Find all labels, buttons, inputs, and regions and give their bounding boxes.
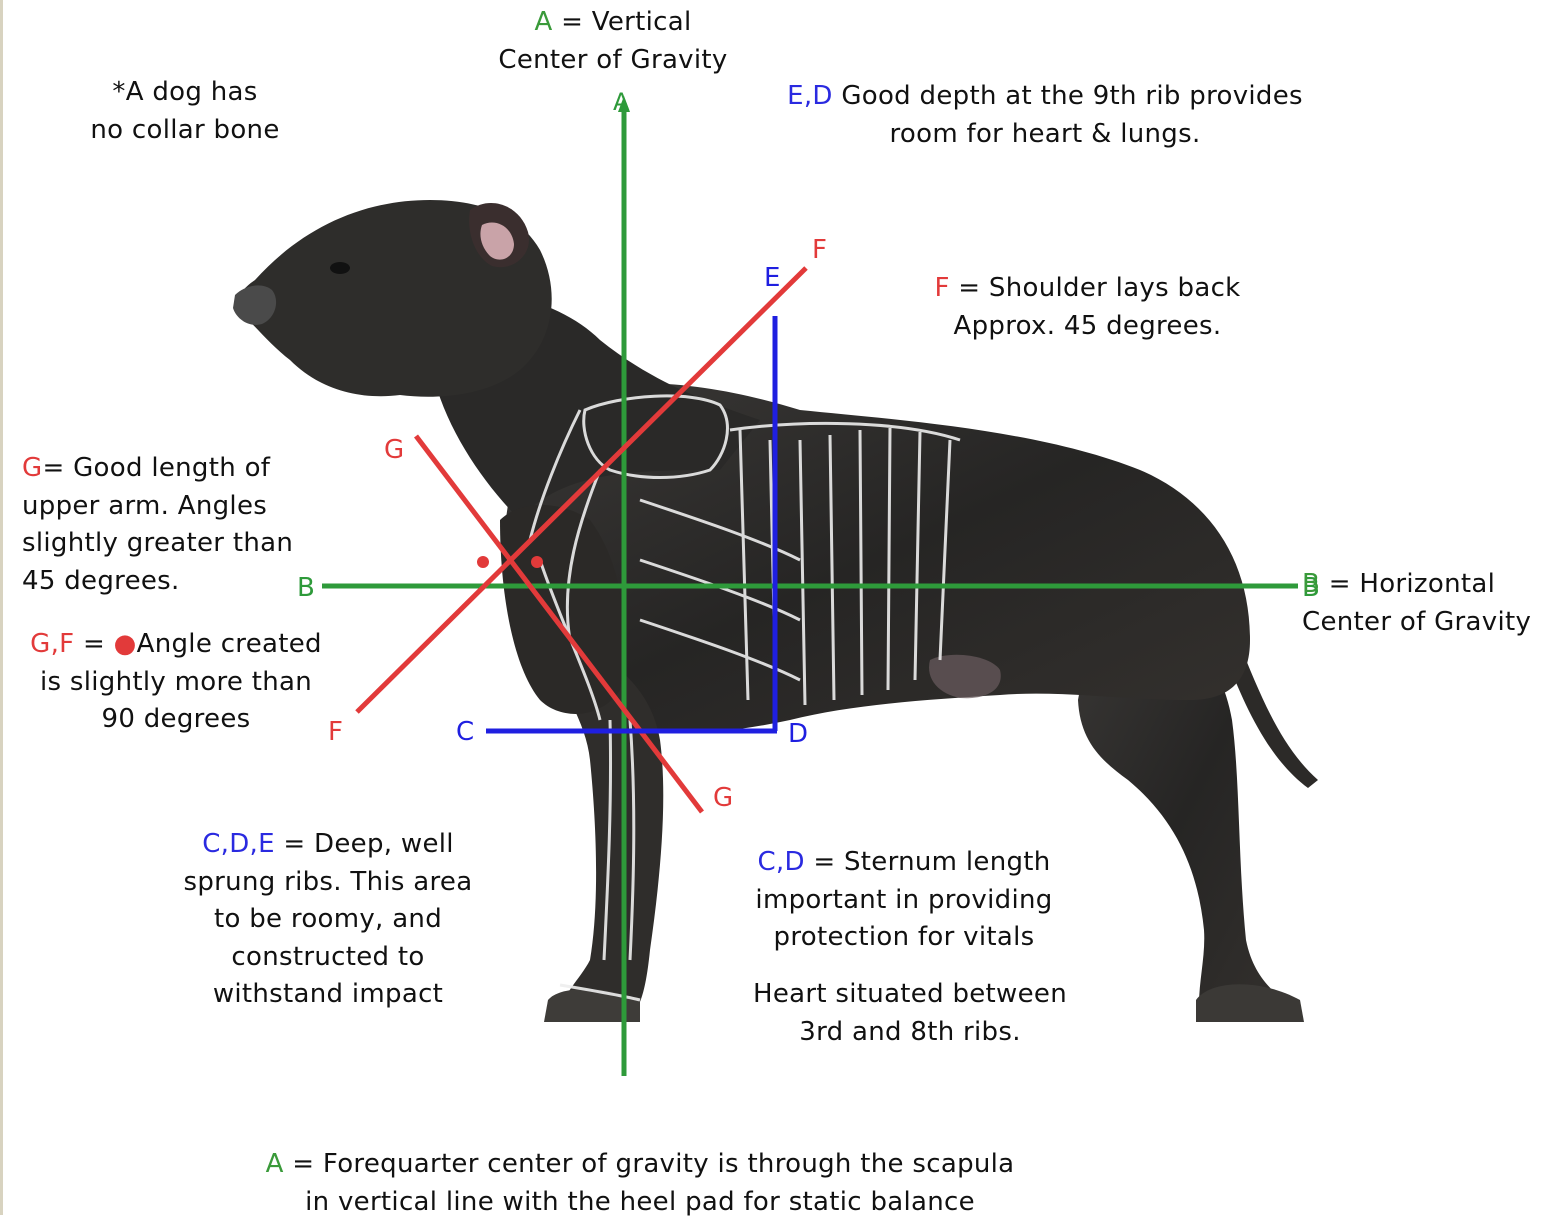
note-cd-line3: protection for vitals [716,919,1092,957]
note-g-line1: = Good length of [42,453,270,483]
angle-dot-icon [531,556,543,568]
note-cd-line1: = Sternum length [805,847,1051,877]
note-ed-line1: Good depth at the 9th rib provides [833,81,1303,111]
note-a-key: A [534,7,552,37]
note-gf-eq: = [74,629,113,659]
note-cde-line1: = Deep, well [275,829,454,859]
note-b-key: B [1302,569,1320,599]
note-cde-line2: sprung ribs. This area [150,864,506,902]
note-g-f-angle: G,F = ●Angle created is slightly more th… [8,626,344,739]
note-collar-bone: *A dog has no collar bone [60,74,310,149]
label-f-top: F [812,235,827,265]
note-cd-line2: important in providing [716,882,1092,920]
note-g-key: G [22,453,42,483]
note-b-line1: = Horizontal [1320,569,1495,599]
angle-dot-icon: ● [114,629,137,659]
note-a-line2: Center of Gravity [468,42,758,80]
note-a2-line1: = Forequarter center of gravity is throu… [284,1149,1015,1179]
note-gf-line2: is slightly more than [8,664,344,702]
note-a-forequarter: A = Forequarter center of gravity is thr… [150,1146,1130,1221]
note-gf-key: G,F [30,629,74,659]
note-a-vertical: A = Vertical Center of Gravity [468,4,758,79]
note-f-key: F [934,273,949,303]
note-c-d-sternum: C,D = Sternum length important in provid… [716,844,1092,957]
label-g-top: G [384,435,404,465]
note-c-d-e-ribs: C,D,E = Deep, well sprung ribs. This are… [150,826,506,1014]
label-a-top: A [613,88,630,116]
note-collar-line2: no collar bone [60,112,310,150]
angle-dot-icon [477,556,489,568]
note-f-shoulder: F = Shoulder lays back Approx. 45 degree… [900,270,1275,345]
note-g-line2: upper arm. Angles [22,488,352,526]
note-collar-line1: *A dog has [60,74,310,112]
note-f-line1: = Shoulder lays back [950,273,1241,303]
label-c: C [456,717,474,747]
label-g-bottom: G [713,783,733,813]
label-e: E [764,263,780,293]
note-g-line3: slightly greater than [22,525,352,563]
note-e-d-depth: E,D Good depth at the 9th rib provides r… [740,78,1350,153]
note-cde-line5: withstand impact [150,976,506,1014]
note-cde-line3: to be roomy, and [150,901,506,939]
note-gf-line1: Angle created [137,629,322,659]
note-cde-key: C,D,E [202,829,275,859]
note-heart-position: Heart situated between 3rd and 8th ribs. [722,976,1098,1051]
note-a2-line2: in vertical line with the heel pad for s… [150,1184,1130,1221]
note-g-upper-arm: G= Good length of upper arm. Angles slig… [22,450,352,600]
note-g-line4: 45 degrees. [22,563,352,601]
note-ed-line2: room for heart & lungs. [740,116,1350,154]
note-a2-key: A [266,1149,284,1179]
label-d: D [788,719,808,749]
note-cde-line4: constructed to [150,939,506,977]
note-f-line2: Approx. 45 degrees. [900,308,1275,346]
note-cd-key: C,D [757,847,804,877]
note-a-line1: = Vertical [553,7,692,37]
note-b-line2: Center of Gravity [1302,604,1564,642]
note-heart-line2: 3rd and 8th ribs. [722,1014,1098,1052]
note-gf-line3: 90 degrees [8,701,344,739]
note-heart-line1: Heart situated between [722,976,1098,1014]
note-ed-key: E,D [787,81,833,111]
note-b-horizontal: B = Horizontal Center of Gravity [1302,566,1564,641]
